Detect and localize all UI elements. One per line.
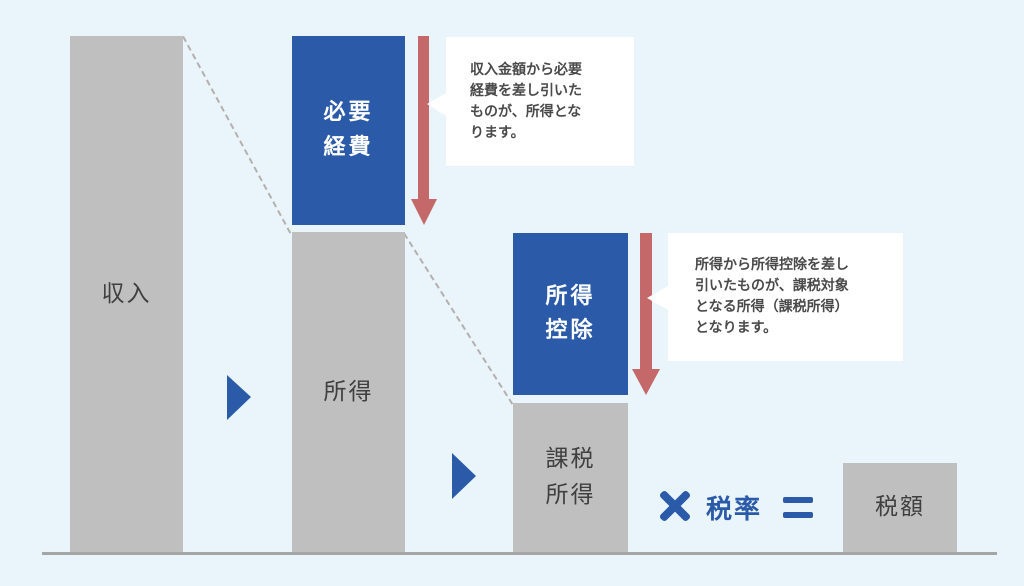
callout-deduction: 所得から所得控除を差し 引いたものが、課税対象 となる所得（課税所得） となりま… bbox=[668, 233, 903, 361]
bar-net-income: 所得 bbox=[292, 232, 405, 553]
equals-icon bbox=[783, 497, 813, 518]
down-arrow-head-icon bbox=[411, 199, 437, 225]
callout-deduction-text: 所得から所得控除を差し 引いたものが、課税対象 となる所得（課税所得） となりま… bbox=[695, 257, 849, 336]
down-arrow-icon bbox=[418, 36, 429, 200]
equals-icon-bar bbox=[783, 497, 813, 503]
bar-income-label: 収入 bbox=[101, 280, 152, 307]
dashed-connector-shotoku-to-taxable bbox=[403, 233, 514, 405]
bar-taxable-income-label: 課税 所得 bbox=[545, 446, 596, 508]
bar-tax-amount: 税額 bbox=[843, 463, 957, 553]
equals-icon-bar bbox=[783, 512, 813, 518]
callout-expenses-tail bbox=[427, 93, 446, 116]
bar-income: 収入 bbox=[70, 36, 183, 553]
baseline bbox=[42, 552, 997, 555]
multiply-icon bbox=[658, 489, 692, 523]
callout-expenses-text: 収入金額から必要 経費を差し引いた ものが、所得とな ります。 bbox=[470, 61, 582, 141]
down-arrow-icon bbox=[640, 233, 652, 370]
right-triangle-icon bbox=[452, 453, 476, 499]
dashed-connector-income-to-shotoku bbox=[182, 36, 292, 234]
box-necessary-expenses: 必要 経費 bbox=[292, 36, 405, 225]
bar-net-income-label: 所得 bbox=[323, 378, 374, 405]
box-income-deduction-label: 所得 控除 bbox=[545, 283, 596, 343]
bar-taxable-income: 課税 所得 bbox=[513, 403, 628, 553]
down-arrow-head-icon bbox=[632, 369, 660, 395]
box-necessary-expenses-label: 必要 経費 bbox=[323, 100, 374, 160]
bar-tax-amount-label: 税額 bbox=[875, 494, 925, 521]
box-income-deduction: 所得 控除 bbox=[513, 233, 628, 395]
right-triangle-icon bbox=[227, 375, 251, 420]
callout-deduction-tail bbox=[647, 286, 668, 310]
callout-expenses: 収入金額から必要 経費を差し引いた ものが、所得とな ります。 bbox=[446, 37, 634, 166]
tax-rate-label: 税率 bbox=[706, 495, 763, 525]
